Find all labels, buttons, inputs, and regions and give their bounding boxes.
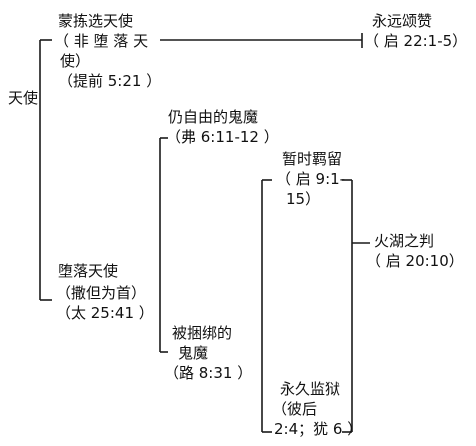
fallen-angels-note: （撒但为首） [56, 284, 147, 302]
eternal-prison-title: 永久监狱 [280, 380, 341, 398]
fallen-angels-title: 堕落天使 [58, 262, 119, 280]
bound-demons-ref: （路 8:31 ） [164, 364, 253, 382]
temporary-detention-ref-line1: （ 启 9:1- [276, 170, 346, 188]
eternal-prison-ref-line2: 2:4；犹 6 ） [274, 420, 363, 438]
eternal-praise-title: 永远颂赞 [372, 12, 433, 30]
free-demons-ref: （弗 6:11-12 ） [166, 128, 279, 146]
elect-angels-note-line1: （ 非 堕 落 天 [54, 32, 149, 50]
elect-angels-ref: （提前 5:21 ） [58, 72, 162, 90]
temporary-detention-title: 暂时羁留 [282, 150, 343, 168]
root-label: 天使 [8, 89, 39, 107]
eternal-prison-ref-line1: （彼后 [272, 400, 318, 418]
elect-angels-title: 蒙拣选天使 [58, 12, 134, 30]
fallen-angels-ref: （太 25:41 ） [56, 304, 154, 322]
eternal-praise-ref: （ 启 22:1-5） [364, 32, 468, 50]
lake-of-fire-title: 火湖之判 [374, 232, 435, 250]
temporary-detention-ref-line2: 15） [286, 190, 321, 208]
free-demons-title: 仍自由的鬼魔 [168, 108, 259, 126]
elect-angels-note-line2: 使） [60, 52, 91, 70]
bound-demons-title-line1: 被捆绑的 [172, 324, 233, 342]
bound-demons-title-line2: 鬼魔 [178, 344, 209, 362]
lake-of-fire-ref: （ 启 20:10） [366, 252, 464, 270]
